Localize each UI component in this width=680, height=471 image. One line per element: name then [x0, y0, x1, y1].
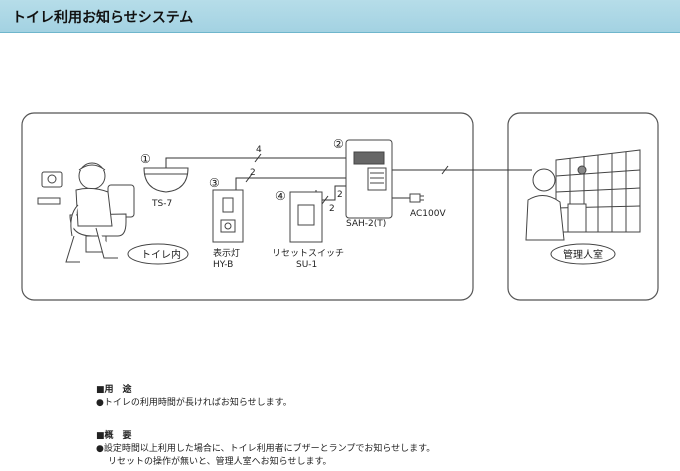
power-label: AC100V [410, 209, 446, 219]
title-bar: トイレ利用お知らせシステム [0, 0, 680, 33]
toilet-label-bubble [127, 243, 189, 265]
number-2: ② [333, 137, 344, 151]
wire-count-2-su: 2 [329, 204, 335, 214]
summary-text-2: リセットの操作が無いと、管理人室へお知らせします。 [108, 457, 332, 467]
number-4: ④ [275, 189, 286, 203]
indicator-label: 表示灯 [213, 247, 240, 259]
reset-switch-model: SU-1 [296, 260, 317, 270]
indicator-model: HY-B [213, 260, 233, 270]
controller-unit-icon [345, 139, 393, 219]
power-plug-icon [409, 193, 424, 203]
office-attendant-illustration [525, 149, 641, 241]
reset-switch-icon [289, 191, 323, 243]
usage-heading: ■用 途 [96, 385, 132, 395]
summary-section: ■概 要 ●設定時間以上利用した場合に、トイレ利用者にブザーとランプでお知らせし… [96, 430, 435, 469]
office-panel [507, 112, 659, 301]
usage-text: ●トイレの利用時間が長ければお知らせします。 [96, 398, 292, 408]
page-title: トイレ利用お知らせシステム [12, 10, 194, 26]
wire-count-2-hy: 2 [250, 168, 256, 178]
number-1: ① [140, 152, 151, 166]
wire-count-2-office: 2 [337, 190, 343, 200]
reset-switch-label: リセットスイッチ [272, 248, 344, 259]
ceiling-sensor-icon [143, 167, 189, 193]
office-label: 管理人室 [563, 248, 603, 261]
indicator-lamp-icon [212, 189, 244, 243]
summary-heading: ■概 要 [96, 431, 132, 441]
sensor-model-label: TS-7 [151, 199, 172, 209]
office-label-bubble [550, 243, 616, 265]
toilet-label: トイレ内 [141, 248, 181, 261]
wire-count-4: 4 [256, 145, 262, 155]
usage-section: ■用 途 ●トイレの利用時間が長ければお知らせします。 [96, 384, 292, 410]
number-3: ③ [209, 176, 220, 190]
controller-model: SAH-2(T) [346, 219, 386, 229]
toilet-user-illustration [37, 162, 135, 263]
summary-text-1: ●設定時間以上利用した場合に、トイレ利用者にブザーとランプでお知らせします。 [96, 444, 436, 454]
toilet-panel [21, 112, 474, 301]
